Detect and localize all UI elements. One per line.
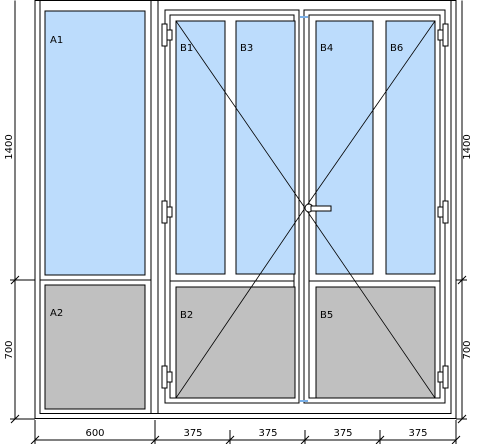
dim-bottom-5: 375 — [408, 428, 427, 439]
dim-left-lower: 700 — [4, 340, 15, 359]
meeting-stile — [300, 16, 308, 402]
hinge-icon — [161, 23, 173, 47]
label-b3: B3 — [240, 43, 253, 54]
panel-labels: A1 A2 B1 B3 B2 B4 B6 B5 — [50, 35, 403, 321]
dim-left-upper: 1400 — [4, 134, 15, 159]
hinge-icon — [161, 365, 173, 389]
panel-a1 — [44, 10, 146, 276]
panel-b1 — [175, 20, 226, 275]
panel-b4 — [315, 20, 374, 275]
dim-right-upper: 1400 — [462, 134, 473, 159]
dim-bottom-1: 600 — [85, 428, 104, 439]
hinge-icon — [437, 365, 449, 389]
right-dimension-line — [456, 0, 467, 424]
hinge-icon — [437, 23, 449, 47]
label-b5: B5 — [320, 310, 333, 321]
bottom-dimension-line — [30, 420, 461, 444]
panel-b5 — [315, 286, 436, 399]
panel-a2 — [44, 284, 146, 410]
panel-b3 — [235, 20, 296, 275]
label-b6: B6 — [390, 43, 403, 54]
label-a1: A1 — [50, 35, 63, 46]
hinges — [161, 23, 449, 389]
dim-bottom-2: 375 — [183, 428, 202, 439]
fixed-section — [40, 10, 151, 410]
left-dimension-line — [10, 0, 35, 424]
label-b2: B2 — [180, 310, 193, 321]
label-a2: A2 — [50, 308, 63, 319]
panel-b6 — [385, 20, 436, 275]
hinge-icon — [437, 200, 449, 224]
panel-b2 — [175, 286, 296, 399]
dim-bottom-4: 375 — [333, 428, 352, 439]
dim-right-lower: 700 — [462, 340, 473, 359]
label-b4: B4 — [320, 43, 333, 54]
bottom-dimension-values: 600 375 375 375 375 — [85, 428, 427, 439]
hinge-icon — [161, 200, 173, 224]
left-door-sash — [164, 9, 306, 404]
handle-icon — [304, 203, 332, 213]
dim-bottom-3: 375 — [258, 428, 277, 439]
label-b1: B1 — [180, 43, 193, 54]
